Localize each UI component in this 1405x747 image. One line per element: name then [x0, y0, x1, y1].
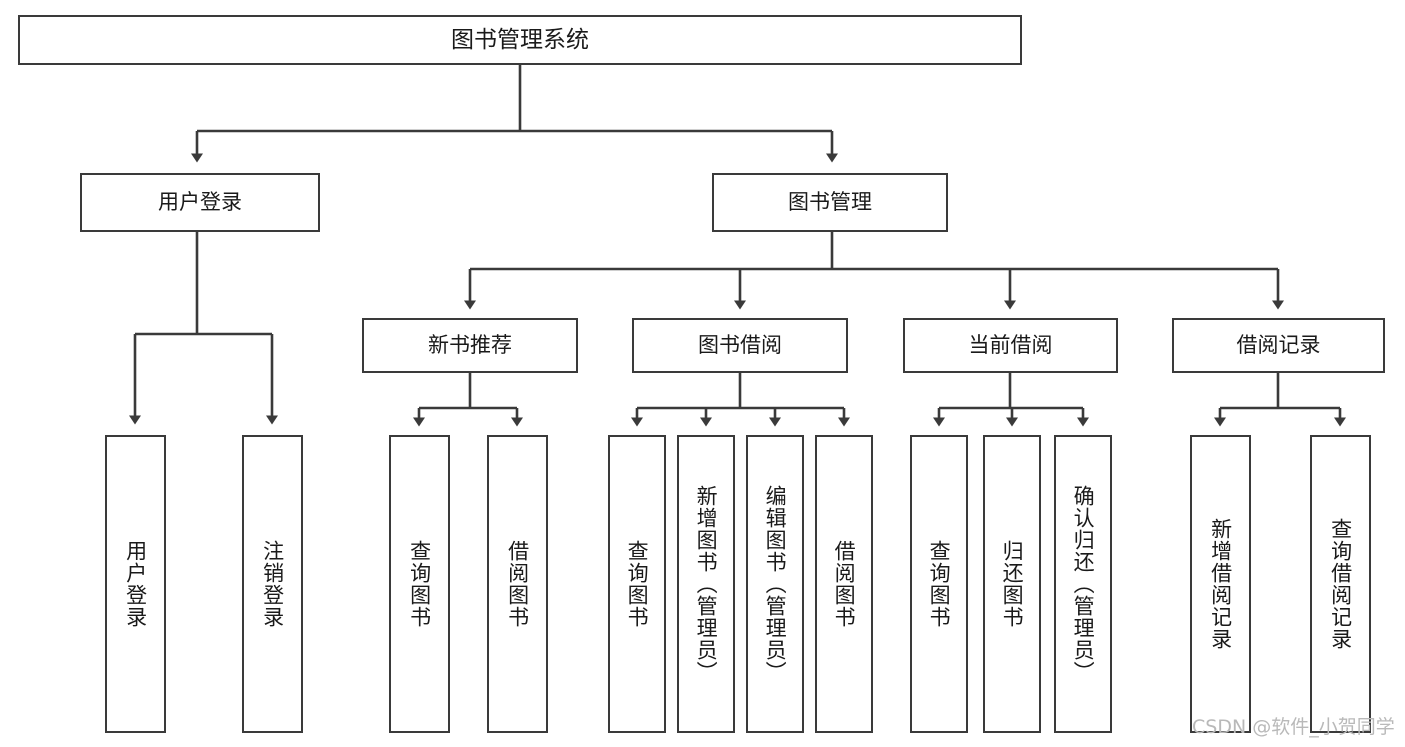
node-leaf-return-book-label: 归还图书	[1000, 540, 1025, 628]
node-leaf-user-logout[interactable]: 注销登录	[242, 435, 303, 733]
node-leaf-edit-book-label: 编辑图书（管理员）	[763, 485, 788, 683]
node-book-manage-label: 图书管理	[788, 190, 872, 215]
node-leaf-return-book[interactable]: 归还图书	[983, 435, 1041, 733]
node-current-borrow[interactable]: 当前借阅	[903, 318, 1118, 373]
node-leaf-query-book-current[interactable]: 查询图书	[910, 435, 968, 733]
node-leaf-query-book-borrow-label: 查询图书	[625, 540, 650, 628]
node-leaf-borrow-book-label: 借阅图书	[832, 540, 857, 628]
node-root[interactable]: 图书管理系统	[18, 15, 1022, 65]
node-leaf-add-book[interactable]: 新增图书（管理员）	[677, 435, 735, 733]
node-leaf-query-record-label: 查询借阅记录	[1328, 518, 1353, 650]
node-root-label: 图书管理系统	[451, 26, 589, 53]
node-leaf-query-record[interactable]: 查询借阅记录	[1310, 435, 1371, 733]
node-leaf-user-logout-label: 注销登录	[260, 540, 285, 628]
node-leaf-query-book-current-label: 查询图书	[927, 540, 952, 628]
node-book-borrow[interactable]: 图书借阅	[632, 318, 848, 373]
node-user-login-label: 用户登录	[158, 190, 242, 215]
node-leaf-user-login-label: 用户登录	[123, 540, 148, 628]
node-book-manage[interactable]: 图书管理	[712, 173, 948, 232]
node-current-borrow-label: 当前借阅	[968, 333, 1053, 358]
node-leaf-confirm-return-label: 确认归还（管理员）	[1071, 485, 1096, 683]
node-leaf-query-book-borrow[interactable]: 查询图书	[608, 435, 666, 733]
node-leaf-query-book-rec[interactable]: 查询图书	[389, 435, 450, 733]
csdn-watermark: CSDN @软件_小贺同学	[1192, 716, 1395, 738]
node-leaf-borrow-book-rec[interactable]: 借阅图书	[487, 435, 548, 733]
node-leaf-query-book-rec-label: 查询图书	[407, 540, 432, 628]
node-user-login[interactable]: 用户登录	[80, 173, 320, 232]
node-leaf-borrow-book-rec-label: 借阅图书	[505, 540, 530, 628]
node-new-book-rec[interactable]: 新书推荐	[362, 318, 578, 373]
node-borrow-record-label: 借阅记录	[1236, 333, 1321, 358]
node-book-borrow-label: 图书借阅	[698, 333, 782, 358]
node-leaf-borrow-book[interactable]: 借阅图书	[815, 435, 873, 733]
node-leaf-confirm-return[interactable]: 确认归还（管理员）	[1054, 435, 1112, 733]
node-new-book-rec-label: 新书推荐	[428, 333, 512, 358]
node-leaf-add-record-label: 新增借阅记录	[1208, 518, 1233, 650]
node-leaf-edit-book[interactable]: 编辑图书（管理员）	[746, 435, 804, 733]
node-leaf-add-book-label: 新增图书（管理员）	[694, 485, 719, 683]
node-leaf-add-record[interactable]: 新增借阅记录	[1190, 435, 1251, 733]
node-borrow-record[interactable]: 借阅记录	[1172, 318, 1385, 373]
node-leaf-user-login[interactable]: 用户登录	[105, 435, 166, 733]
